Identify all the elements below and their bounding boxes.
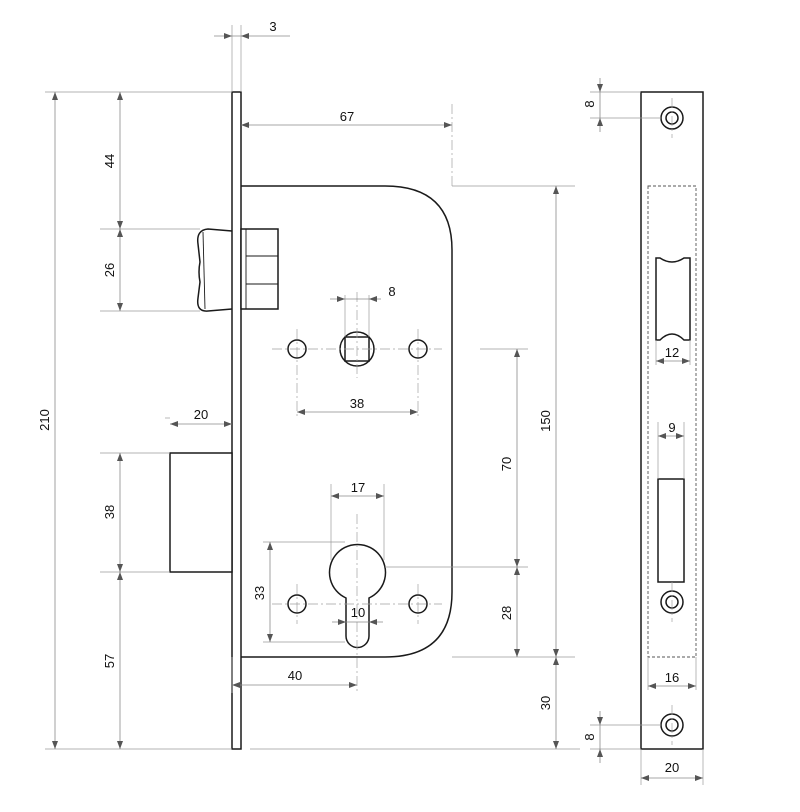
dim-bolt-projection: 20 <box>194 407 208 422</box>
dim-latch-height: 26 <box>102 263 117 277</box>
screw-hole-top-left <box>287 339 307 359</box>
dim-cylinder-backset: 40 <box>288 668 302 683</box>
dim-latch-window-width: 12 <box>665 345 679 360</box>
dim-top-hole-offset: 8 <box>582 100 597 107</box>
latch-bolt <box>196 228 279 312</box>
dim-center-distance: 70 <box>499 457 514 471</box>
dead-bolt <box>169 452 233 573</box>
screw-hole-top-right <box>408 339 428 359</box>
dim-cylinder-to-bottom: 28 <box>499 606 514 620</box>
euro-cylinder-cutout <box>328 543 387 649</box>
faceplate-front-view <box>640 91 704 750</box>
dim-bolt-height: 38 <box>102 505 117 519</box>
case-hidden-outline <box>647 185 697 658</box>
dim-screw-spacing: 38 <box>350 396 364 411</box>
dim-faceplate-inner-width: 16 <box>665 670 679 685</box>
dim-case-height: 150 <box>538 410 553 432</box>
extension-lines <box>45 25 704 785</box>
dimensions: 3 67 44 26 8 38 20 38 <box>37 19 703 781</box>
dim-bolt-window-width: 9 <box>668 420 675 435</box>
dim-case-to-bottom: 30 <box>538 696 553 710</box>
dim-bottom-hole-offset: 8 <box>582 733 597 740</box>
dim-faceplate-width: 20 <box>665 760 679 775</box>
screw-hole-bottom-left <box>287 594 307 614</box>
faceplate-side <box>231 91 242 750</box>
dim-total-height: 210 <box>37 409 52 431</box>
dim-spindle-square: 8 <box>388 284 395 299</box>
dim-cylinder-height: 33 <box>252 586 267 600</box>
dim-cylinder-slot: 10 <box>351 605 365 620</box>
faceplate-outline <box>640 91 704 750</box>
dim-latch-to-top: 44 <box>102 154 117 168</box>
screw-hole-bottom-right <box>408 594 428 614</box>
dim-bolt-to-bottom: 57 <box>102 654 117 668</box>
lock-case <box>241 185 453 658</box>
bolt-window <box>657 478 685 583</box>
lock-side-view <box>169 91 453 750</box>
dim-cylinder-width: 17 <box>351 480 365 495</box>
dim-faceplate-thickness: 3 <box>269 19 276 34</box>
dim-backset: 67 <box>340 109 354 124</box>
